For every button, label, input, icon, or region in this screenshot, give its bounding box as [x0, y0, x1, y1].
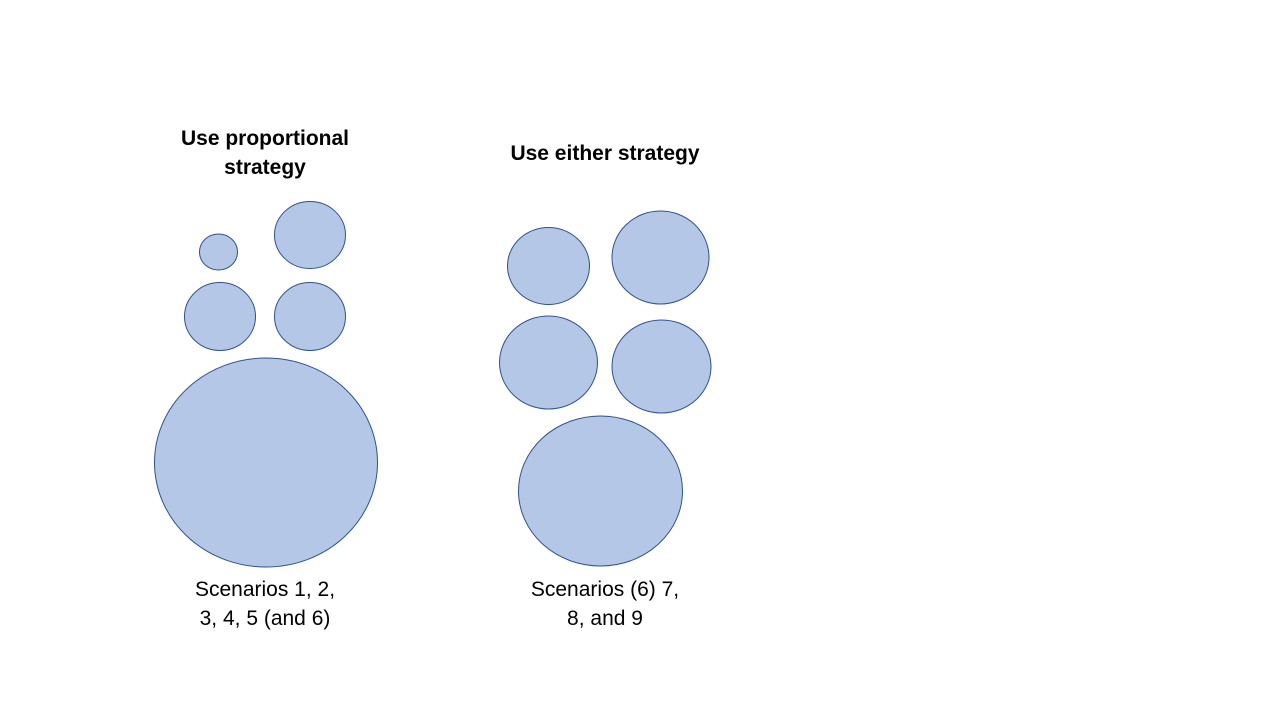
proportional-strategy-heading: Use proportional strategy [140, 124, 390, 182]
proportional-strategy-caption: Scenarios 1, 2, 3, 4, 5 (and 6) [140, 575, 390, 633]
caption-line: Scenarios 1, 2, [194, 578, 336, 601]
caption-line: 3, 4, 5 (and 6) [199, 607, 331, 630]
either-strategy-group: Use either strategy Scenarios (6) 7, 8, … [490, 0, 720, 720]
either-strategy-caption: Scenarios (6) 7, 8, and 9 [490, 575, 720, 633]
heading-line: Use proportional [180, 127, 349, 150]
either-strategy-heading: Use either strategy [490, 139, 720, 168]
caption-line: Scenarios (6) 7, [530, 578, 680, 601]
heading-line: Use either strategy [510, 142, 700, 165]
heading-line: strategy [224, 156, 306, 179]
caption-line: 8, and 9 [567, 607, 643, 630]
proportional-strategy-group: Use proportional strategy Scenarios 1, 2… [140, 0, 390, 720]
